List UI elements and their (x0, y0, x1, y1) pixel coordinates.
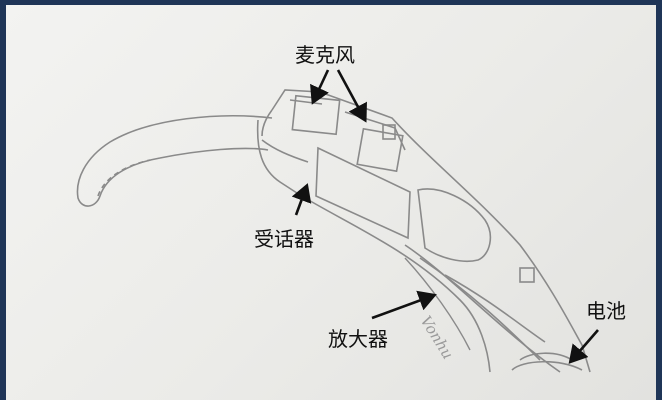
label-microphone: 麦克风 (295, 43, 355, 67)
receiver-part (315, 146, 411, 240)
ear-hook (76, 115, 273, 207)
battery-arrow (568, 329, 599, 364)
amplifier-arrow (371, 290, 437, 320)
callout-arrows (291, 69, 599, 364)
label-battery: 电池 (586, 299, 626, 323)
microphone-arrow-left (310, 69, 330, 105)
microphone-part (291, 94, 404, 173)
microphone-arrow-right (336, 69, 367, 123)
receiver-arrow (291, 183, 312, 216)
label-receiver: 受话器 (254, 227, 314, 251)
label-amplifier: 放大器 (328, 327, 388, 351)
amplifier-part (404, 257, 471, 351)
hearing-aid-body (256, 89, 591, 373)
signature-text: Vonhu (417, 313, 457, 363)
